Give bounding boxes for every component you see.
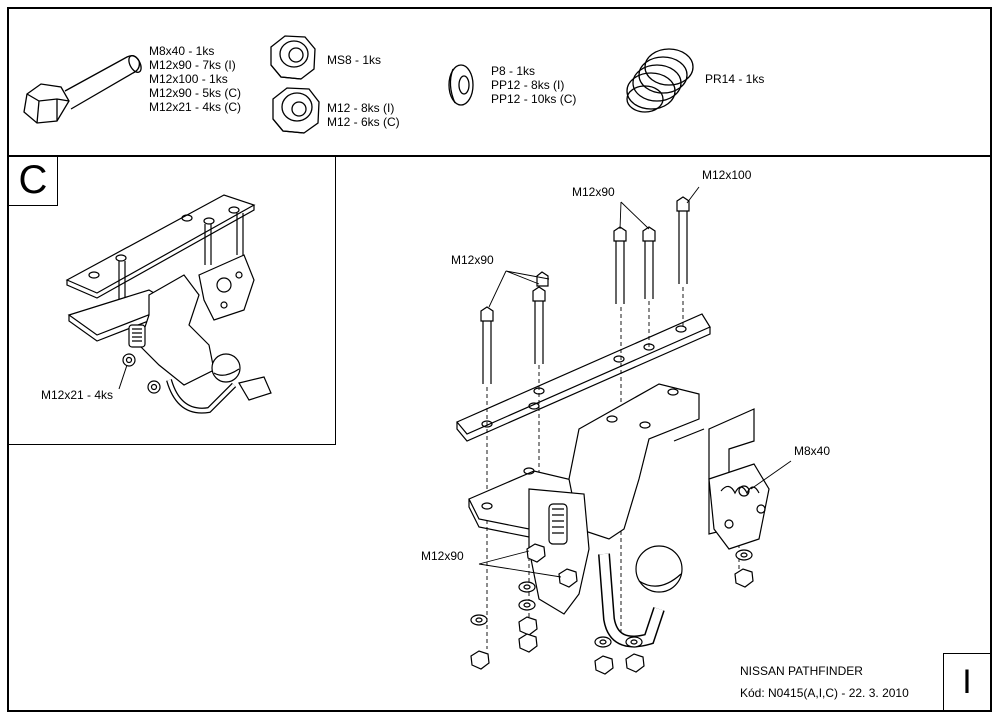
- washer-line: PP12 - 8ks (I): [491, 78, 565, 92]
- variant-letter: C: [9, 155, 58, 206]
- bolt-list-line: M12x21 - 4ks (C): [149, 100, 242, 114]
- bolt-m12x90-c: [532, 286, 546, 364]
- spring-icon: [626, 48, 694, 113]
- washer-icon: [448, 64, 474, 106]
- bolt-list-line: M12x100 - 1ks: [149, 72, 228, 86]
- drawing-code: Kód: N0415(A,I,C) - 22. 3. 2010: [740, 686, 909, 700]
- bolt-m12x90-b: [642, 226, 656, 299]
- ms8-nut-icon: [270, 35, 316, 80]
- variant-c-inset: C: [9, 155, 336, 445]
- variant-c-drawing: [65, 194, 272, 414]
- bolt-list-line: M12x90 - 7ks (I): [149, 58, 236, 72]
- callout-m12x90-top: M12x90: [572, 185, 615, 199]
- washers-nuts: [470, 543, 754, 675]
- bolt-m12x90-a: [613, 226, 627, 304]
- hex-bolt-icon: [23, 55, 142, 124]
- m12-nut-list: M12 - 8ks (I) M12 - 6ks (C): [327, 101, 400, 129]
- washer-line: PP12 - 10ks (C): [491, 92, 577, 106]
- variant-c-callout: M12x21 - 4ks: [41, 388, 114, 402]
- callout-m12x100: M12x100: [702, 168, 752, 182]
- bolt-list-line: M8x40 - 1ks: [149, 44, 215, 58]
- m12-nut-icon: [272, 87, 320, 134]
- m12-nut-line: M12 - 8ks (I): [327, 101, 395, 115]
- bolt-m12x100: [676, 196, 690, 284]
- callout-m8x40: M8x40: [794, 444, 831, 458]
- bolt-m12x90-d: [480, 306, 494, 384]
- parts-list-bar: M8x40 - 1ks M12x90 - 7ks (I) M12x100 - 1…: [9, 9, 990, 157]
- spring-label: PR14 - 1ks: [705, 72, 765, 86]
- drawing-sheet: M8x40 - 1ks M12x90 - 7ks (I) M12x100 - 1…: [7, 7, 992, 712]
- bolt-list-line: M12x90 - 5ks (C): [149, 86, 242, 100]
- title-block: NISSAN PATHFINDER Kód: N0415(A,I,C) - 22…: [740, 653, 990, 710]
- parts-illustrations: [23, 35, 694, 134]
- main-exploded-view: [456, 186, 792, 675]
- washer-line: P8 - 1ks: [491, 64, 536, 78]
- ms8-nut-label: MS8 - 1ks: [327, 53, 382, 67]
- sheet-letter: I: [943, 653, 990, 710]
- callout-m12x90-bottom: M12x90: [421, 549, 464, 563]
- washer-list: P8 - 1ks PP12 - 8ks (I) PP12 - 10ks (C): [491, 64, 576, 106]
- bolt-list: M8x40 - 1ks M12x90 - 7ks (I) M12x100 - 1…: [149, 44, 241, 114]
- model-name: NISSAN PATHFINDER: [740, 664, 863, 678]
- callout-m12x90-left: M12x90: [451, 253, 494, 267]
- m12-nut-line: M12 - 6ks (C): [327, 115, 400, 129]
